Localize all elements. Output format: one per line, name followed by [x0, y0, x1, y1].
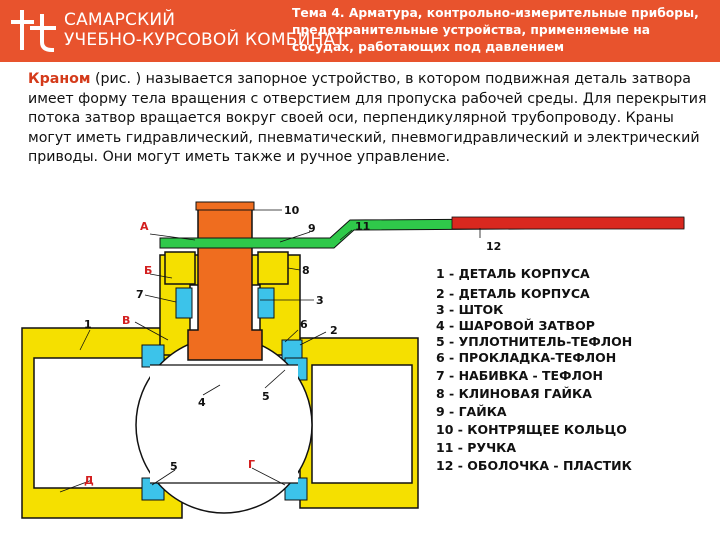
stem-body — [187, 207, 263, 361]
legend-item-4: 4 - ШАРОВОЙ ЗАТВОР — [436, 318, 595, 333]
callout-labels: А 10 9 11 12 Б 8 7 3 В 1 6 2 5 4 5 Г Д — [84, 204, 501, 487]
brand-line-1: САМАРСКИЙ — [64, 10, 176, 30]
callout-4: 4 — [198, 396, 206, 409]
topic-line-3: сосудах, работающих под давлением — [292, 40, 565, 54]
definition-text: (рис. ) называется запорное устройство, … — [28, 71, 707, 165]
topic-line-1: Тема 4. Арматура, контрольно-измерительн… — [292, 6, 699, 20]
callout-12: 12 — [486, 240, 501, 253]
callout-5-top: 5 — [262, 390, 270, 403]
legend-item-5: 5 - УПЛОТНИТЕЛЬ-ТЕФЛОН — [436, 334, 632, 349]
legend-item-3: 3 - ШТОК — [436, 302, 504, 317]
brand-name: САМАРСКИЙ УЧЕБНО-КУРСОВОЙ КОМБИНАТ — [64, 10, 346, 50]
legend-item-8: 8 - КЛИНОВАЯ ГАЙКА — [436, 386, 592, 401]
callout-G: Г — [248, 458, 255, 471]
callout-8: 8 — [302, 264, 310, 277]
header-banner: САМАРСКИЙ УЧЕБНО-КУРСОВОЙ КОМБИНАТ Тема … — [0, 0, 720, 62]
callout-7: 7 — [136, 288, 144, 301]
callout-5-bottom: 5 — [170, 460, 178, 473]
callout-10: 10 — [284, 204, 300, 217]
parts-legend: 1 - ДЕТАЛЬ КОРПУСА 2 - ДЕТАЛЬ КОРПУСА 3 … — [436, 266, 633, 473]
wedge-nut-left — [164, 251, 196, 285]
teflon-seals — [141, 287, 308, 501]
definition-paragraph: Краном (рис. ) называется запорное устро… — [28, 70, 718, 168]
handle — [159, 201, 685, 249]
legend-item-7: 7 - НАБИВКА - ТЕФЛОН — [436, 368, 603, 383]
packing-left — [175, 287, 193, 319]
legend-item-2: 2 - ДЕТАЛЬ КОРПУСА — [436, 286, 590, 301]
leader-lines — [59, 209, 481, 493]
callout-A: А — [140, 220, 149, 233]
legend-item-10: 10 - КОНТРЯЩЕЕ КОЛЬЦО — [436, 422, 627, 437]
callout-B: Б — [144, 264, 152, 277]
handle-sheath — [451, 216, 685, 230]
double-cross-logo-icon — [11, 10, 56, 53]
callout-11: 11 — [355, 220, 370, 233]
ball-bore — [150, 365, 298, 483]
defined-term: Краном — [28, 71, 91, 87]
callout-2: 2 — [330, 324, 338, 337]
wedge-nut-right — [257, 251, 289, 285]
legend-item-6: 6 - ПРОКЛАДКА-ТЕФЛОН — [436, 350, 616, 365]
ball-valve-diagram: А 10 9 11 12 Б 8 7 3 В 1 6 2 5 4 5 Г Д 1… — [21, 201, 685, 519]
callout-V: В — [122, 314, 130, 327]
callout-D: Д — [84, 474, 94, 487]
legend-item-9: 9 - ГАЙКА — [436, 404, 507, 419]
legend-item-12: 12 - ОБОЛОЧКА - ПЛАСТИК — [436, 458, 633, 473]
brand-line-2: УЧЕБНО-КУРСОВОЙ КОМБИНАТ — [64, 30, 346, 50]
topic-title: Тема 4. Арматура, контрольно-измерительн… — [292, 5, 712, 56]
ball-closure — [135, 336, 313, 514]
callout-1: 1 — [84, 318, 92, 331]
stem — [187, 207, 263, 361]
packing-right — [257, 287, 275, 319]
legend-item-1: 1 - ДЕТАЛЬ КОРПУСА — [436, 266, 590, 281]
legend-item-11: 11 - РУЧКА — [436, 440, 516, 455]
lock-ring — [195, 201, 255, 211]
body-bore-right — [311, 364, 413, 484]
callout-3: 3 — [316, 294, 324, 307]
callout-6: 6 — [300, 318, 308, 331]
callout-9: 9 — [308, 222, 316, 235]
topic-line-2: предохранительные устройства, применяемы… — [292, 23, 651, 37]
